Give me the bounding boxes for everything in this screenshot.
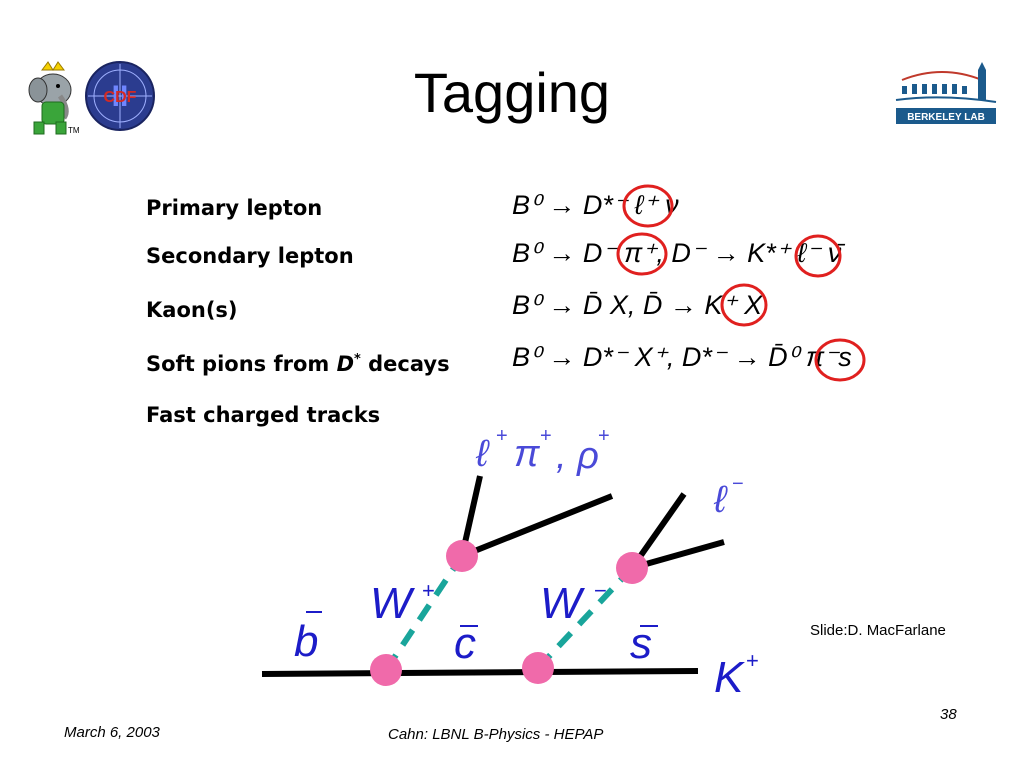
diagram-label-lepton-plus-sup: + (496, 425, 508, 447)
page-number: 38 (940, 706, 957, 723)
label-soft-pions: Soft pions from D* decays (146, 352, 450, 376)
quark-line (261, 668, 699, 677)
babar-elephant-logo (28, 61, 72, 135)
vertex-upper-left (446, 540, 478, 572)
equation-kaons: B⁰ → D̄ X, D̄ → K⁺ X (512, 290, 763, 320)
label-primary-lepton: Primary lepton (146, 196, 323, 220)
trademark-text: TM (68, 126, 80, 135)
diagram-label-lepton-minus: ℓ (713, 479, 728, 521)
diagram-label-s-bar: s (630, 619, 652, 668)
diagram-label-k-plus: K (714, 653, 745, 702)
w-plus-propagator (383, 554, 465, 672)
diagram-label-b-bar: b (294, 617, 318, 666)
slide-credit: Slide:D. MacFarlane (810, 622, 946, 639)
label-secondary-lepton: Secondary lepton (146, 244, 354, 268)
w-minus-propagator (535, 565, 635, 671)
label-soft-pions-star: * (354, 352, 361, 367)
diagram-label-w-plus: W (370, 579, 415, 628)
diagram-label-rho-sup: + (598, 425, 610, 447)
diagram-label-lepton-minus-sup: − (732, 473, 744, 495)
label-soft-pions-d: D (336, 352, 355, 376)
vertex-lower-left (370, 654, 402, 686)
berkeley-lab-text: BERKELEY LAB (907, 112, 985, 123)
diagram-label-k-plus-sup: + (746, 648, 759, 673)
footer-center: Cahn: LBNL B-Physics - HEPAP (388, 726, 604, 743)
cdf-text: CDF (104, 89, 137, 106)
label-fast-tracks: Fast charged tracks (146, 403, 381, 427)
slide-title: Tagging (413, 61, 611, 124)
equation-secondary-lepton: B⁰ → D⁻ π⁺, D⁻ → K*⁺ ℓ⁻ ν̄ (512, 238, 842, 268)
cdf-logo: II CDF (85, 61, 155, 131)
diagram-label-lepton-plus: ℓ (475, 433, 490, 475)
footer-date: March 6, 2003 (64, 724, 160, 741)
diagram-label-w-minus: W (540, 579, 585, 628)
label-kaons: Kaon(s) (146, 298, 238, 322)
diagram-label-w-plus-sup: + (422, 578, 435, 603)
diagram-label-c-bar: c (454, 619, 476, 668)
diagram-label-rho: , ρ (556, 435, 599, 477)
equation-soft-pions: B⁰ → D*⁻ X⁺, D*⁻ → D̄⁰ π⁻s (512, 342, 852, 372)
diagram-label-w-minus-sup: − (594, 578, 607, 603)
berkeley-lab-logo: BERKELEY LAB (895, 62, 997, 124)
label-soft-pions-suffix: decays (368, 352, 450, 376)
vertex-lower-right (522, 652, 554, 684)
diagram-label-pion-sup: + (540, 425, 552, 447)
pion-track (460, 493, 614, 559)
cdf-roman-numeral: II (112, 80, 129, 113)
diagram-label-pion: π (514, 433, 541, 475)
vertex-upper-right (616, 552, 648, 584)
label-soft-pions-prefix: Soft pions from (146, 352, 330, 376)
